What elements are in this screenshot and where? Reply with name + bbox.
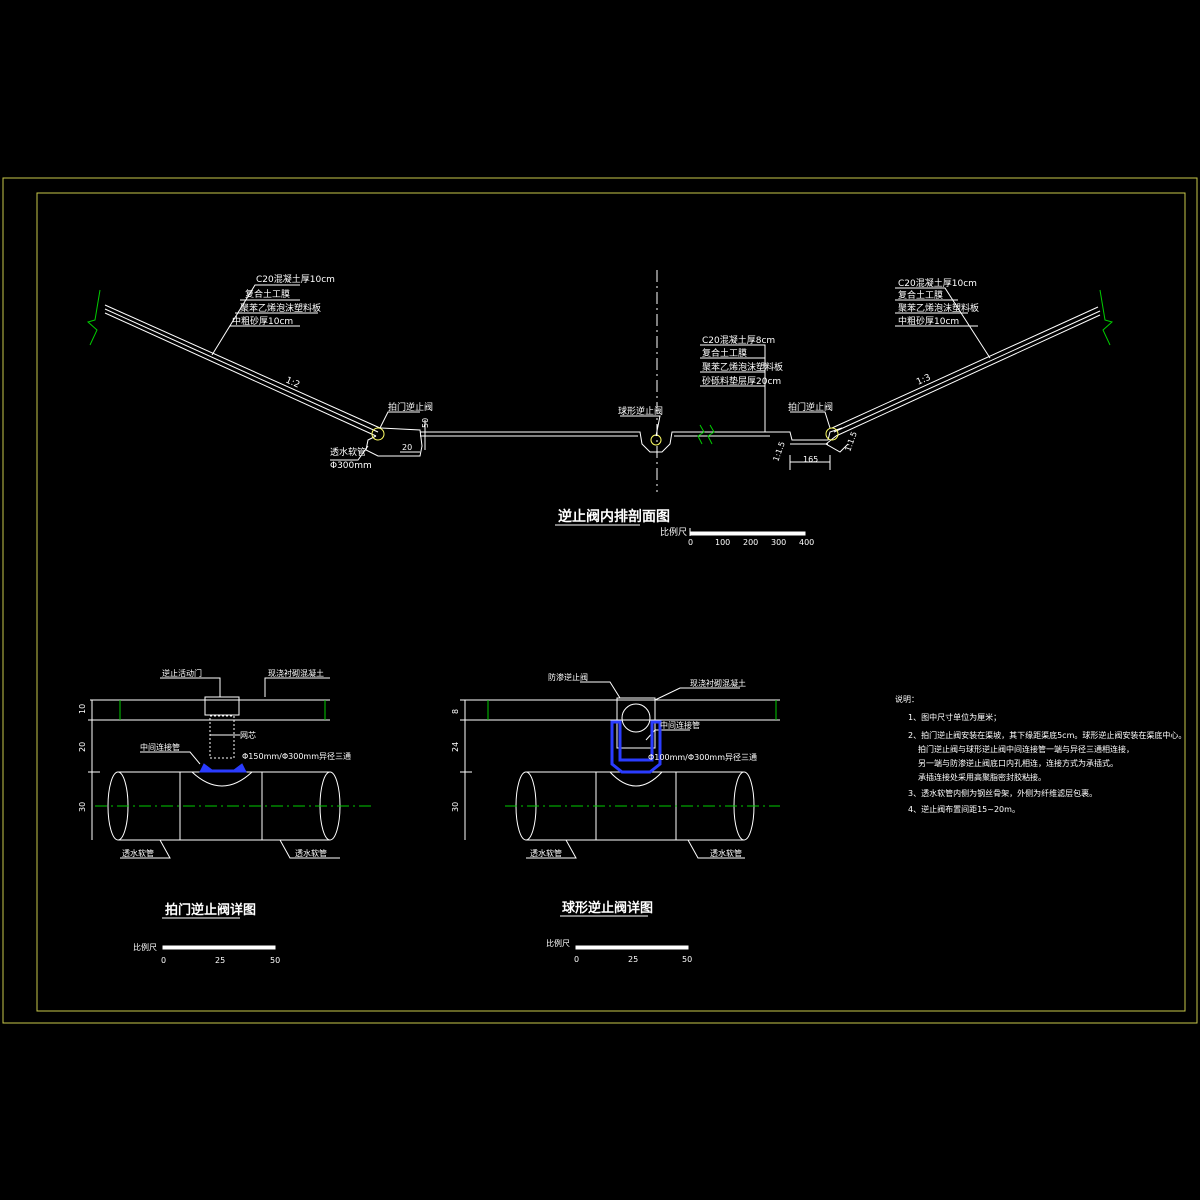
label-pipe-left-a: 透水软管 xyxy=(122,848,154,858)
drain-pipe-dia: Φ300mm xyxy=(330,461,372,471)
label-pipe-left-b: 透水软管 xyxy=(295,848,327,858)
note-4: 4、逆止阀布置间距15~20m。 xyxy=(908,804,1020,814)
slope-small-1: 1:1.5 xyxy=(771,440,786,462)
detail-left-scale-0: 0 xyxy=(161,956,166,965)
valve-left-label: 拍门逆止阀 xyxy=(388,401,433,413)
slope-small-2: 1:1.5 xyxy=(843,430,858,452)
main-section xyxy=(86,270,1114,536)
label-concrete-mid: 现浇衬砌混凝土 xyxy=(690,678,746,688)
right-callout-2: 复合土工膜 xyxy=(898,289,943,301)
main-scale-0: 0 xyxy=(688,538,693,547)
dim-20: 20 xyxy=(402,443,412,452)
left-callout-2: 复合土工膜 xyxy=(245,288,290,300)
dim-left-20: 20 xyxy=(78,742,87,752)
detail-mid-title: 球形逆止阀详图 xyxy=(562,900,653,916)
notes: 说明： 1、图中尺寸单位为厘米； 2、拍门逆止阀安装在渠坡，其下缘距渠底5cm。… xyxy=(895,694,1186,814)
mid-connecting-pipe xyxy=(610,720,662,774)
center-callout-3: 聚苯乙烯泡沫塑料板 xyxy=(702,361,783,373)
dim-165: 165 xyxy=(803,455,818,464)
main-scale-label: 比例尺 xyxy=(660,526,687,538)
center-callout-2: 复合土工膜 xyxy=(702,347,747,359)
detail-left-text: 逆止活动门 现浇衬砌混凝土 网芯 中间连接管 Φ150mm/Φ300mm异径三通… xyxy=(78,668,351,965)
dim-mid-24: 24 xyxy=(451,742,460,752)
label-screen: 网芯 xyxy=(240,730,256,740)
drain-pipe-label: 透水软管 xyxy=(330,446,366,458)
dim-50: 50 xyxy=(421,418,430,428)
right-callout-3: 聚苯乙烯泡沫塑料板 xyxy=(898,302,979,314)
detail-mid-scale-0: 0 xyxy=(574,955,579,964)
detail-left xyxy=(88,677,375,950)
slope-left-label: 1:2 xyxy=(284,376,301,391)
right-callout-1: C20混凝土厚10cm xyxy=(898,277,977,289)
main-scale-100: 100 xyxy=(715,538,730,547)
dim-left-10: 10 xyxy=(78,704,87,714)
detail-left-scale-label: 比例尺 xyxy=(133,942,157,952)
inner-frame xyxy=(36,192,1186,1012)
slope-right-label: 1:3 xyxy=(915,373,932,388)
center-callout-1: C20混凝土厚8cm xyxy=(702,334,775,346)
detail-left-title: 拍门逆止阀详图 xyxy=(165,902,256,918)
main-section-text: C20混凝土厚10cm 复合土工膜 聚苯乙烯泡沫塑料板 中粗砂厚10cm C20… xyxy=(232,273,979,547)
label-door: 逆止活动门 xyxy=(162,668,202,678)
label-pipe-mid-a: 透水软管 xyxy=(530,848,562,858)
dim-mid-8: 8 xyxy=(451,709,460,714)
note-1: 1、图中尺寸单位为厘米； xyxy=(908,712,1001,722)
left-callout-3: 聚苯乙烯泡沫塑料板 xyxy=(240,302,321,314)
left-tee-fitting xyxy=(199,763,247,773)
detail-mid-scale-50: 50 xyxy=(682,955,692,964)
label-concrete-left: 现浇衬砌混凝土 xyxy=(268,668,324,678)
label-tee-mid: Φ100mm/Φ300mm异径三通 xyxy=(648,752,757,762)
note-3: 3、透水软管内侧为钢丝骨架，外侧为纤维滤层包裹。 xyxy=(908,788,1097,798)
notes-heading: 说明： xyxy=(895,694,919,704)
valve-right-label: 拍门逆止阀 xyxy=(788,401,833,413)
note-2c: 另一端与防渗逆止阀底口内孔相连，连接方式为承插式。 xyxy=(918,758,1118,768)
dim-mid-30: 30 xyxy=(451,802,460,812)
note-2: 2、拍门逆止阀安装在渠坡，其下缘距渠底5cm。球形逆止阀安装在渠底中心。 xyxy=(908,730,1186,740)
main-scale-400: 400 xyxy=(799,538,814,547)
dim-left-30: 30 xyxy=(78,802,87,812)
label-valve-mid: 防渗逆止阀 xyxy=(548,672,588,682)
main-scale-300: 300 xyxy=(771,538,786,547)
note-2b: 拍门逆止阀与球形逆止阀中间连接管一端与异径三通相连接， xyxy=(918,744,1134,754)
label-pipe-mid-b: 透水软管 xyxy=(710,848,742,858)
detail-left-scale-25: 25 xyxy=(215,956,225,965)
label-connect-left: 中间连接管 xyxy=(140,742,180,752)
center-callout-4: 砂砾料垫层厚20cm xyxy=(702,375,781,387)
outer-frame xyxy=(2,177,1198,1024)
note-2d: 承插连接处采用高聚脂密封胶粘接。 xyxy=(918,772,1046,782)
detail-mid-text: 防渗逆止阀 现浇衬砌混凝土 中间连接管 Φ100mm/Φ300mm异径三通 透水… xyxy=(451,672,757,964)
label-connect-mid: 中间连接管 xyxy=(660,720,700,730)
detail-mid xyxy=(460,681,780,950)
main-scale-200: 200 xyxy=(743,538,758,547)
detail-left-scale-50: 50 xyxy=(270,956,280,965)
right-callout-4: 中粗砂厚10cm xyxy=(898,315,959,327)
left-callout-1: C20混凝土厚10cm xyxy=(256,273,335,285)
label-tee-left: Φ150mm/Φ300mm异径三通 xyxy=(242,751,351,761)
left-callout-4: 中粗砂厚10cm xyxy=(232,315,293,327)
main-section-title: 逆止阀内排剖面图 xyxy=(558,508,670,525)
detail-mid-scale-label: 比例尺 xyxy=(546,938,570,948)
valve-center-label: 球形逆止阀 xyxy=(618,405,663,417)
detail-mid-scale-25: 25 xyxy=(628,955,638,964)
